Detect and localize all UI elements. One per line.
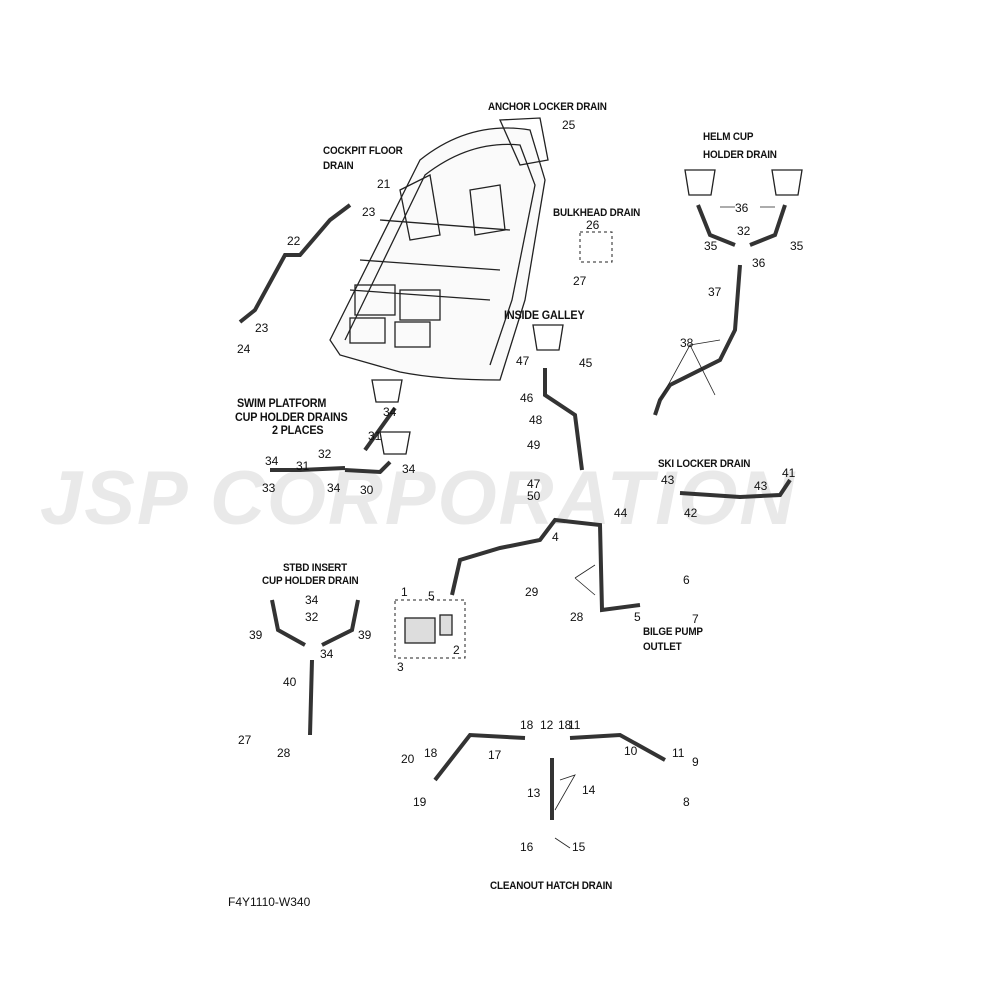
callout: 36 [752,256,766,270]
callout: 17 [488,748,502,762]
callout: 22 [287,234,301,248]
title-helm-cup: HELM CUP [703,131,754,143]
title-anchor-locker-drain: ANCHOR LOCKER DRAIN [488,101,607,113]
callout: 14 [582,783,596,797]
callout: 42 [684,506,698,520]
callout: 5 [634,610,641,624]
callout: 12 [540,718,554,732]
callout: 50 [527,489,541,503]
title-bulkhead-drain: BULKHEAD DRAIN [553,207,641,219]
callout: 27 [238,733,252,747]
callout: 34 [265,454,279,468]
callout: 40 [283,675,297,689]
callout: 41 [782,466,796,480]
watermark: JSP CORPORATION [40,456,797,541]
callout: 13 [527,786,541,800]
pump-box [394,231,613,659]
leader-lines [554,206,775,849]
callout: 28 [277,746,291,760]
title-stbd-insert: STBD INSERT [283,562,348,574]
callout: 32 [305,610,319,624]
title-inside-galley: INSIDE GALLEY [504,308,585,322]
cup-holders [371,169,803,455]
callout: 36 [735,201,749,215]
callout: 10 [624,744,638,758]
callout: 3 [397,660,404,674]
callout: 2 [453,643,460,657]
callout: 11 [672,746,685,760]
callout: 31 [296,459,310,473]
callout: 16 [520,840,534,854]
callout: 49 [527,438,541,452]
callout: 47 [527,477,541,491]
callout: 6 [683,573,690,587]
title-bilge-pump: BILGE PUMP [643,626,703,638]
callout: 37 [708,285,722,299]
callout: 31 [368,429,382,443]
callout: 11 [568,718,581,732]
callout: 5 [428,589,435,603]
callout: 38 [680,336,694,350]
callout: 43 [661,473,675,487]
callout: 43 [754,479,768,493]
title-cleanout-hatch-drain: CLEANOUT HATCH DRAIN [490,880,613,892]
callout: 23 [255,321,269,335]
title-bilge-pump-2: OUTLET [643,641,682,653]
title-cockpit-floor-drain-2: DRAIN [323,160,354,172]
callout: 25 [562,118,576,132]
callout: 34 [327,481,341,495]
title-helm-cup-2: HOLDER DRAIN [703,149,777,161]
title-swim-platform-3: 2 PLACES [272,423,324,437]
callout: 30 [360,483,374,497]
callout: 44 [614,506,628,520]
callout: 21 [377,177,391,191]
title-cockpit-floor-drain: COCKPIT FLOOR [323,145,403,157]
callout: 26 [586,218,600,232]
callout: 18 [520,718,534,732]
callout: 9 [692,755,699,769]
callout: 46 [520,391,534,405]
pump [404,614,453,644]
callout: 8 [683,795,690,809]
title-ski-locker-drain: SKI LOCKER DRAIN [658,458,751,470]
callout: 34 [383,405,397,419]
diagram-code: F4Y1110-W340 [228,895,311,909]
title-swim-platform: SWIM PLATFORM [237,396,327,410]
callout: 7 [692,612,699,626]
callout: 32 [318,447,332,461]
callout: 24 [237,342,251,356]
callout: 20 [401,752,415,766]
callout: 29 [525,585,539,599]
callout: 18 [558,718,572,732]
callout: 34 [305,593,319,607]
callout: 48 [529,413,543,427]
callout: 34 [402,462,416,476]
title-swim-platform-2: CUP HOLDER DRAINS [235,410,348,424]
callout: 35 [704,239,718,253]
callout: 18 [424,746,438,760]
hoses [238,203,792,820]
callout: 34 [320,647,334,661]
callout: 27 [573,274,587,288]
callout: 19 [413,795,427,809]
callout: 1 [401,585,408,599]
title-stbd-insert-2: CUP HOLDER DRAIN [262,575,359,587]
callout: 39 [249,628,263,642]
boat-hull [329,117,549,381]
callout: 23 [362,205,376,219]
callout: 47 [516,354,530,368]
callout: 28 [570,610,584,624]
callout: 15 [572,840,586,854]
callout: 32 [737,224,751,238]
callout: 45 [579,356,593,370]
callout: 35 [790,239,804,253]
callout: 39 [358,628,372,642]
callout: 4 [552,530,559,544]
callout: 33 [262,481,276,495]
